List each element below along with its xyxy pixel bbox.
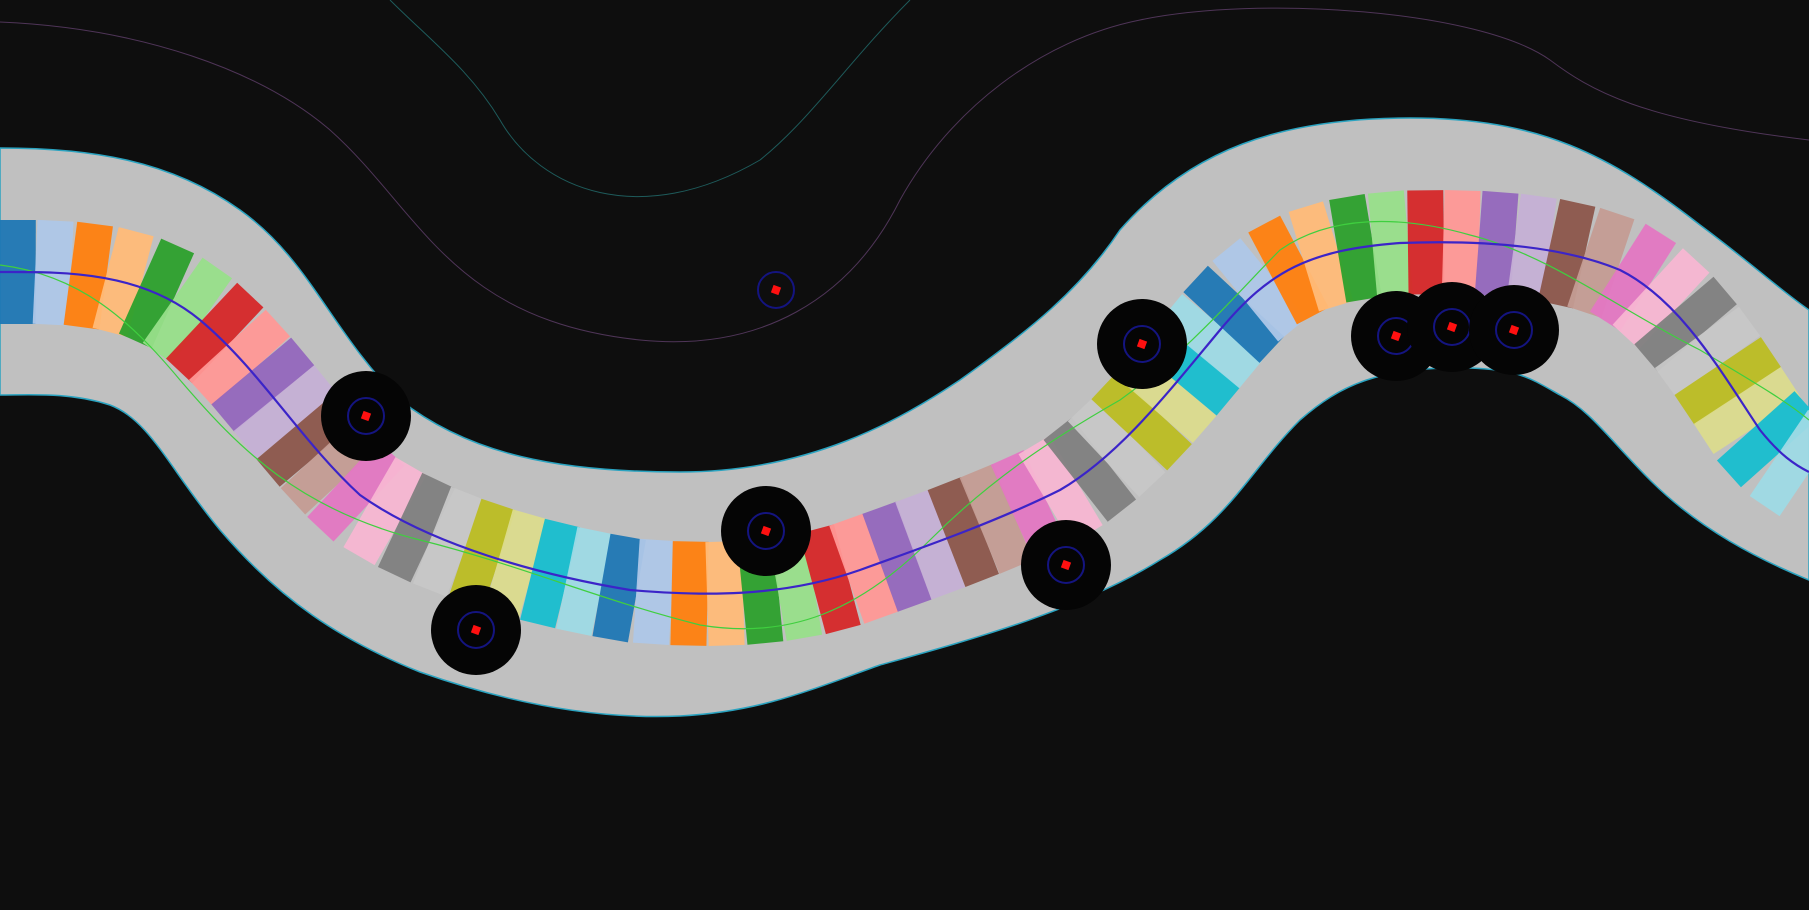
contour-line-purple-1 [0,7,1809,343]
obstacle-ring [747,512,785,550]
obstacle-2 [431,585,521,675]
obstacle-1 [321,371,411,461]
obstacle-3 [721,486,811,576]
obstacle-center [1060,559,1072,571]
contour-line-teal-1 [389,0,911,198]
obstacle-ring [1495,311,1533,349]
obstacle-ring [1047,546,1085,584]
obstacle-center [1446,321,1458,333]
obstacle-5 [1021,520,1111,610]
free-marker [757,271,795,309]
cost-contours [0,0,1809,343]
obstacle-ring [1123,325,1161,363]
obstacle-center [1390,330,1402,342]
obstacle-layer [321,271,1559,675]
obstacle-center [360,410,372,422]
obstacle-center [770,284,782,296]
planned-path [0,241,1809,595]
obstacle-center [470,624,482,636]
reference-path [0,220,1809,630]
obstacle-4 [1097,299,1187,389]
obstacle-ring [347,397,385,435]
obstacle-center [760,525,772,537]
obstacle-ring [757,271,795,309]
obstacle-8 [1469,285,1559,375]
obstacle-center [1136,338,1148,350]
obstacle-center [1508,324,1520,336]
obstacle-ring [457,611,495,649]
